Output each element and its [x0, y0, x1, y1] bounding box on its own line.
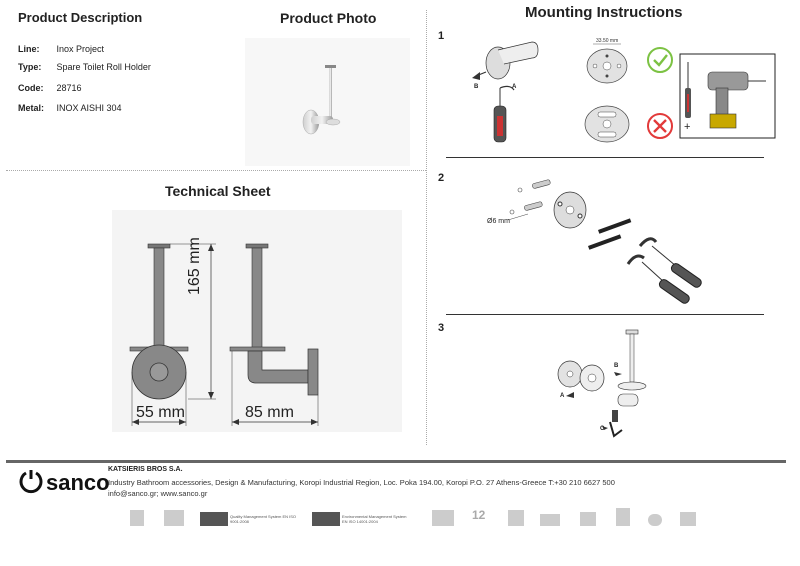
- hotel-icon: [130, 510, 144, 526]
- slash-icon: [508, 510, 524, 526]
- spec-line: Line: Inox Project: [18, 44, 104, 54]
- company-name: KATSIERIS BROS S.A.: [108, 466, 183, 473]
- section-divider: [6, 170, 426, 171]
- step3-label-c: C: [600, 426, 605, 432]
- spec-label: Code:: [18, 83, 44, 93]
- column-divider: [426, 10, 427, 445]
- certification-row: Quality Management System EN ISO 9001:20…: [120, 508, 700, 532]
- spec-label: Line:: [18, 44, 40, 54]
- sanco-logo-icon: [18, 468, 44, 499]
- quality-badge-icon: [164, 510, 184, 526]
- spec-code: Code: 28716: [18, 83, 82, 93]
- product-photo-heading: Product Photo: [280, 10, 377, 26]
- technical-drawing: [112, 210, 402, 432]
- mountain-icon: [432, 510, 454, 526]
- recycle-icon: [580, 512, 596, 526]
- eu-flag-icon: [312, 512, 340, 526]
- step-divider: [446, 314, 764, 315]
- step1-illustration: 33.50 mm +: [470, 28, 780, 161]
- company-address: Industry Bathroom accessories, Design & …: [108, 478, 615, 487]
- cert-iso14001: Environmental Management System EN ISO 1…: [342, 514, 407, 524]
- wave-icon: [540, 514, 560, 526]
- brand-name: sanco: [46, 470, 110, 495]
- product-description-heading: Product Description: [18, 10, 143, 25]
- technical-sheet-heading: Technical Sheet: [165, 183, 271, 199]
- footer-divider: [6, 460, 786, 463]
- dimension-height: 165 mm: [186, 237, 203, 295]
- spec-label: Metal:: [18, 103, 45, 113]
- step2-illustration: [480, 176, 740, 311]
- spec-value: Spare Toilet Roll Holder: [56, 62, 151, 72]
- clean-icon: [680, 512, 696, 526]
- step-number: 1: [438, 30, 445, 42]
- step3-label-b: B: [614, 363, 619, 369]
- step-number: 2: [438, 172, 445, 184]
- step1-label-b: B: [474, 84, 479, 90]
- cert-iso9001: Quality Management System EN ISO 9001:20…: [230, 514, 297, 524]
- company-contact[interactable]: info@sanco.gr; www.sanco.gr: [108, 489, 208, 498]
- mounting-instructions-heading: Mounting Instructions: [525, 4, 683, 21]
- eu-flag-icon: [200, 512, 228, 526]
- step-divider: [446, 157, 764, 158]
- bulb-icon: [616, 508, 630, 526]
- step3-label-a: A: [560, 393, 565, 399]
- spec-metal: Metal: INOX AISHI 304: [18, 103, 122, 113]
- step1-label-a: A: [512, 84, 517, 90]
- spec-value: INOX AISHI 304: [56, 103, 122, 113]
- spec-value: Inox Project: [56, 44, 105, 54]
- step3-illustration: [548, 326, 658, 451]
- dimension-width-front: 55 mm: [136, 404, 185, 421]
- warranty-years: 12: [472, 508, 486, 522]
- drop-icon: [648, 514, 662, 526]
- step2-diameter: Ø6 mm: [487, 218, 510, 225]
- step1-measure: 33.50 mm: [596, 38, 618, 44]
- product-photo: [245, 38, 410, 166]
- spec-type: Type: Spare Toilet Roll Holder: [18, 62, 151, 72]
- step-number: 3: [438, 322, 445, 334]
- spec-value: 28716: [56, 83, 82, 93]
- spec-label: Type:: [18, 62, 42, 72]
- plus-icon: +: [684, 121, 690, 133]
- dimension-width-side: 85 mm: [245, 404, 294, 421]
